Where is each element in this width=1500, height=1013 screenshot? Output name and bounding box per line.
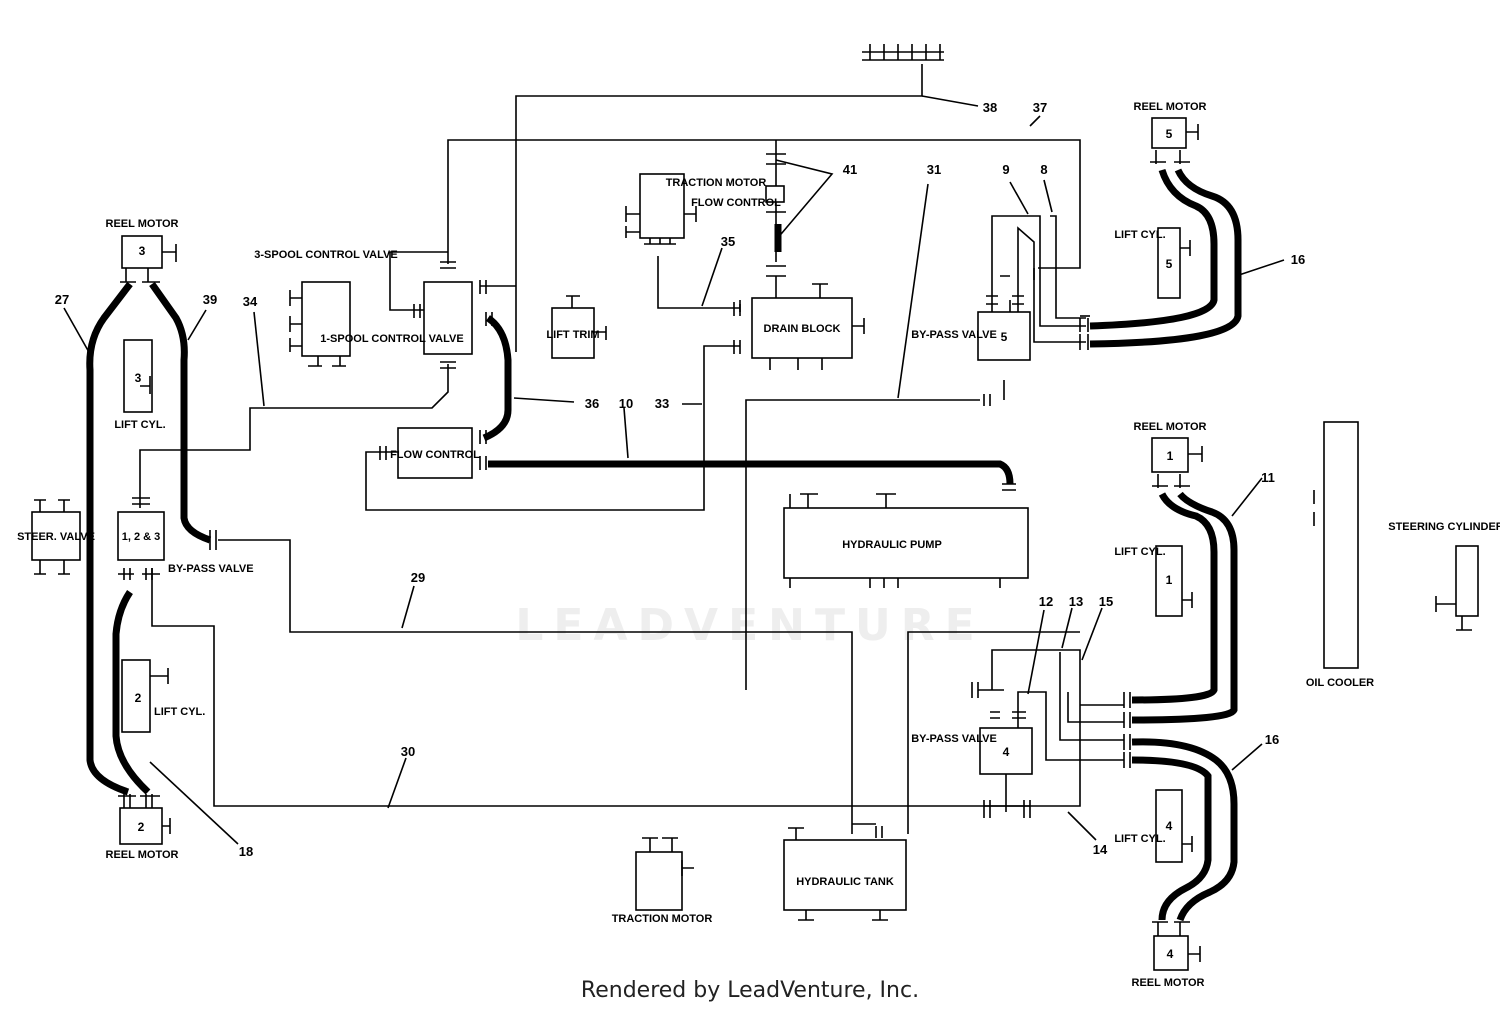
steer-valve-label: STEER. VALVE (17, 531, 95, 543)
callout: 36 (585, 396, 599, 411)
traction-motor-top-label: TRACTION MOTOR (666, 177, 767, 189)
drain-block-label: DRAIN BLOCK (764, 323, 841, 335)
lift-trim-box (551, 307, 595, 359)
callout: 15 (1099, 594, 1113, 609)
callout: 29 (411, 570, 425, 585)
flow-control-left-label: FLOW CONTROL (390, 449, 480, 461)
lift-cyl-1-box (1155, 545, 1183, 617)
bypass-valve-5-box (977, 311, 1031, 361)
three-spool-box (301, 281, 351, 357)
hydraulic-pump-label: HYDRAULIC PUMP (842, 539, 942, 551)
lift-cyl-2-number: 2 (135, 691, 142, 705)
callout: 38 (983, 100, 997, 115)
one-spool-label: 1-SPOOL CONTROL VALVE (320, 333, 463, 345)
reel-motor-4-label: REEL MOTOR (1132, 977, 1205, 989)
callout: 16 (1291, 252, 1305, 267)
hydraulic-pump-box (783, 507, 1029, 579)
lift-cyl-3-number: 3 (135, 371, 142, 385)
reel-motor-1-box (1151, 437, 1189, 473)
bypass-valve-4-label: BY-PASS VALVE (911, 733, 997, 745)
bypass-valve-5-number: 5 (1001, 330, 1008, 344)
callout: 10 (619, 396, 633, 411)
bypass-valve-5-label: BY-PASS VALVE (911, 329, 997, 341)
lift-cyl-5-label: LIFT CYL. (1114, 229, 1165, 241)
reel-motor-5-label: REEL MOTOR (1134, 101, 1207, 113)
lift-cyl-1-label: LIFT CYL. (1114, 546, 1165, 558)
oil-cooler-label: OIL COOLER (1306, 677, 1374, 689)
watermark: LEADVENTURE (515, 600, 985, 651)
lift-cyl-4-number: 4 (1166, 819, 1173, 833)
reel-motor-3-number: 3 (139, 244, 146, 258)
lift-cyl-2-box (121, 659, 151, 733)
hydraulic-tank-box (783, 839, 907, 911)
oil-cooler-box (1323, 421, 1359, 669)
callout: 41 (843, 162, 857, 177)
reel-motor-1-number: 1 (1167, 449, 1174, 463)
reel-motor-3-label: REEL MOTOR (106, 218, 179, 230)
lift-cyl-4-label: LIFT CYL. (1114, 833, 1165, 845)
bypass-valve-123-box (117, 511, 165, 561)
steering-cylinder-box (1455, 545, 1479, 617)
footer-credit: Rendered by LeadVenture, Inc. (580, 978, 920, 1003)
callout: 35 (721, 234, 735, 249)
lift-cyl-5-box (1157, 227, 1181, 299)
callout: 9 (1002, 162, 1009, 177)
callout: 11 (1261, 470, 1275, 485)
flow-control-left-box (397, 427, 473, 479)
steering-cylinder-label: STEERING CYLINDER (1388, 521, 1500, 533)
reel-motor-4-number: 4 (1167, 947, 1174, 961)
callout: 34 (243, 294, 258, 309)
callout: 27 (55, 292, 69, 307)
reel-motor-2-label: REEL MOTOR (106, 849, 179, 861)
callout: 39 (203, 292, 217, 307)
callout: 16 (1265, 732, 1279, 747)
callout: 8 (1040, 162, 1047, 177)
lift-cyl-3-label: LIFT CYL. (114, 419, 165, 431)
callout: 37 (1033, 100, 1047, 115)
callout: 12 (1039, 594, 1053, 609)
callout: 13 (1069, 594, 1083, 609)
lift-trim-label: LIFT TRIM (546, 329, 599, 341)
callout: 18 (239, 844, 253, 859)
callout: 14 (1093, 842, 1108, 857)
reel-motor-5-box (1151, 117, 1187, 149)
bypass-valve-123-number: 1, 2 & 3 (122, 531, 161, 543)
lift-cyl-5-number: 5 (1166, 257, 1173, 271)
flow-control-top-box (765, 185, 785, 203)
bypass-valve-4-number: 4 (1003, 745, 1010, 759)
reel-motor-2-number: 2 (138, 820, 145, 834)
hydraulic-tank-label: HYDRAULIC TANK (796, 876, 894, 888)
traction-motor-bottom-box (635, 851, 683, 911)
traction-motor-bottom-label: TRACTION MOTOR (612, 913, 713, 925)
reel-motor-4-box (1153, 935, 1189, 971)
reel-motor-1-label: REEL MOTOR (1134, 421, 1207, 433)
one-spool-box (423, 281, 473, 355)
callout: 31 (927, 162, 941, 177)
lift-cyl-2-label: LIFT CYL. (154, 706, 205, 718)
traction-motor-top-box (639, 173, 685, 239)
steer-valve-box (31, 511, 81, 561)
flow-control-top-label: FLOW CONTROL (691, 197, 781, 209)
drain-block-box (751, 297, 853, 359)
callout: 30 (401, 744, 415, 759)
bypass-valve-123-label: BY-PASS VALVE (168, 563, 254, 575)
lift-cyl-3-box (123, 339, 153, 413)
callout: 33 (655, 396, 669, 411)
reel-motor-5-number: 5 (1166, 127, 1173, 141)
lift-cyl-4-box (1155, 789, 1183, 863)
lift-cyl-1-number: 1 (1166, 573, 1173, 587)
three-spool-label: 3-SPOOL CONTROL VALVE (254, 249, 397, 261)
